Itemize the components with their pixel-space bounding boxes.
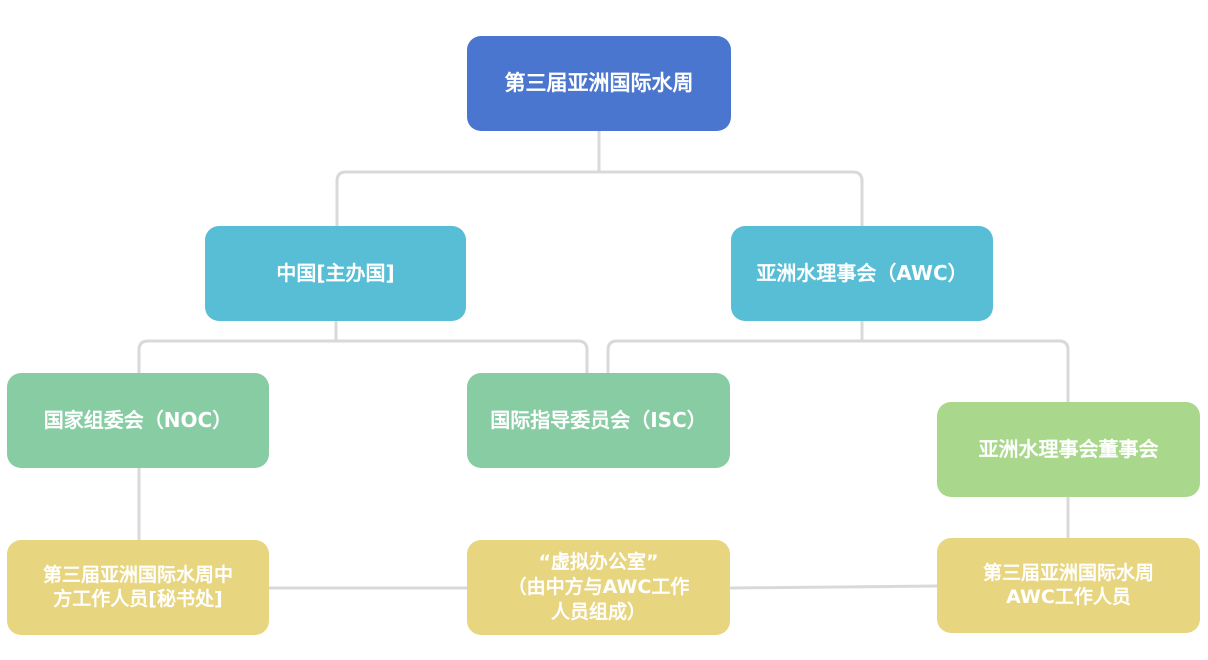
connector-virtual-awcstaff: [728, 584, 939, 590]
node-virtual-office: “虚拟办公室” （由中方与AWC工作 人员组成）: [467, 540, 730, 635]
node-china-host: 中国[主办国]: [205, 226, 466, 321]
node-asia-water-week: 第三届亚洲国际水周: [467, 36, 731, 131]
connector-china-children: [137, 319, 589, 375]
connector-awc-children: [606, 319, 1070, 404]
node-awc-board: 亚洲水理事会董事会: [937, 402, 1200, 497]
node-china-staff-secretariat: 第三届亚洲国际水周中 方工作人员[秘书处]: [7, 540, 269, 635]
node-international-steering-committee: 国际指导委员会（ISC）: [467, 373, 730, 468]
node-national-organizing-committee: 国家组委会（NOC）: [7, 373, 269, 468]
connector-root-children: [335, 129, 864, 228]
node-asia-water-council: 亚洲水理事会（AWC）: [731, 226, 993, 321]
node-awc-staff: 第三届亚洲国际水周 AWC工作人员: [937, 538, 1200, 633]
